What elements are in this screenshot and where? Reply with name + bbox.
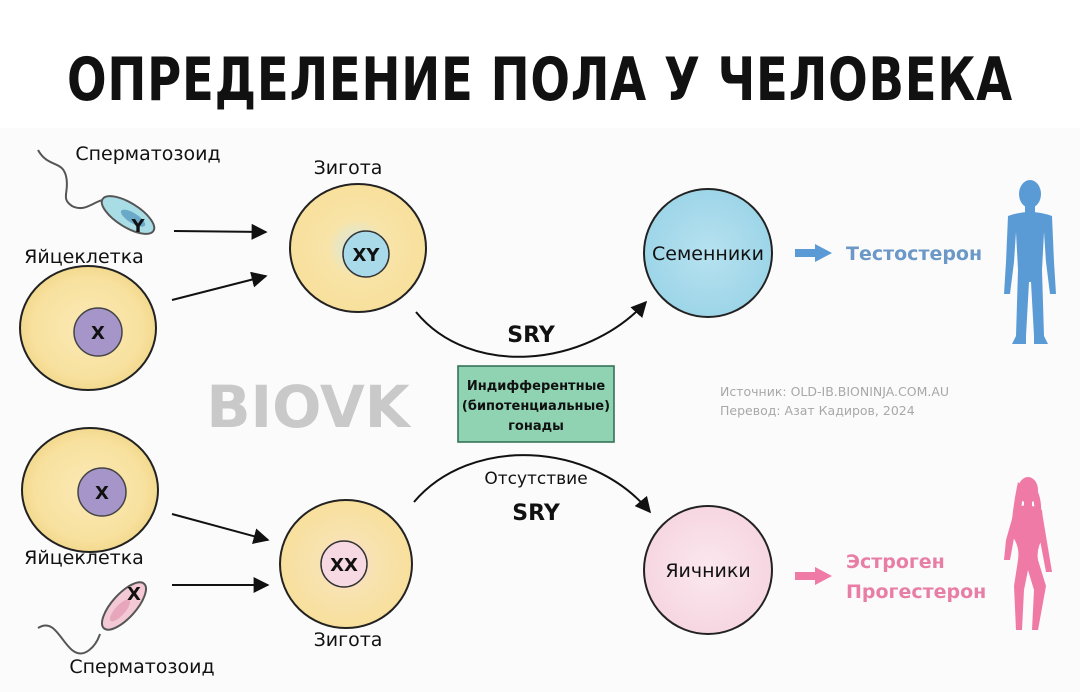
egg-chromosome-top: X bbox=[91, 323, 105, 344]
arrow-right-icon-female bbox=[795, 567, 832, 585]
progesterone-label: Прогестерон bbox=[846, 581, 986, 603]
sperm-x-chromosome: X bbox=[127, 584, 141, 605]
arrow-egg-to-zygote-male bbox=[171, 271, 268, 301]
female-silhouette-icon bbox=[1004, 477, 1052, 630]
sperm-y-chromosome: Y bbox=[130, 216, 145, 237]
egg-chromosome-bottom: X bbox=[95, 483, 109, 504]
indifferent-gonads-line3: гонады bbox=[508, 419, 564, 434]
sperm-label-bottom: Сперматозоид bbox=[69, 656, 214, 678]
zygote-female-chromosomes: XX bbox=[330, 555, 358, 576]
estrogen-label: Эстроген bbox=[846, 551, 945, 573]
zygote-label-bottom: Зигота bbox=[314, 629, 383, 651]
sry-label-male: SRY bbox=[507, 323, 556, 348]
zygote-male-chromosomes: XY bbox=[353, 245, 381, 266]
indifferent-gonads-line1: Индифферентные bbox=[467, 379, 605, 394]
zygote-male-nucleus bbox=[342, 230, 390, 278]
egg-nucleus-bottom bbox=[77, 467, 127, 517]
arrow-sry-to-testes bbox=[415, 300, 648, 358]
zygote-label-top: Зигота bbox=[314, 157, 383, 179]
arrow-sperm-to-zygote-male bbox=[173, 223, 268, 240]
egg-nucleus-top bbox=[73, 307, 123, 357]
sperm-label-top: Сперматозоид bbox=[75, 143, 220, 165]
indifferent-gonads-box bbox=[457, 365, 615, 443]
egg-label-bottom: Яйцеклетка bbox=[24, 547, 144, 569]
testosterone-label: Тестостерон bbox=[846, 243, 982, 265]
arrow-no-sry-to-ovaries bbox=[413, 454, 652, 514]
sry-label-female: SRY bbox=[512, 501, 561, 526]
testes-label: Семенники bbox=[652, 243, 764, 265]
ovaries-circle bbox=[643, 505, 773, 635]
source-line1: Источник: OLD-IB.BIONINJA.COM.AU bbox=[720, 384, 949, 399]
source-line2: Перевод: Азат Кадиров, 2024 bbox=[720, 403, 915, 418]
indifferent-gonads-line2: (бипотенциальные) bbox=[462, 399, 610, 414]
sperm-y-icon bbox=[37, 149, 156, 235]
zygote-female-nucleus bbox=[320, 540, 368, 588]
sperm-x-icon bbox=[37, 581, 147, 655]
ovaries-label: Яичники bbox=[665, 560, 750, 582]
male-silhouette-icon bbox=[1004, 180, 1056, 344]
page-title: ОПРЕДЕЛЕНИЕ ПОЛА У ЧЕЛОВЕКА bbox=[67, 45, 1013, 115]
egg-label-top: Яйцеклетка bbox=[24, 246, 144, 268]
arrow-egg-to-zygote-female bbox=[171, 513, 270, 544]
testes-circle bbox=[643, 188, 773, 318]
watermark: BIOVK bbox=[206, 373, 411, 441]
absence-label: Отсутствие bbox=[484, 469, 587, 489]
arrow-right-icon-male bbox=[795, 244, 832, 262]
